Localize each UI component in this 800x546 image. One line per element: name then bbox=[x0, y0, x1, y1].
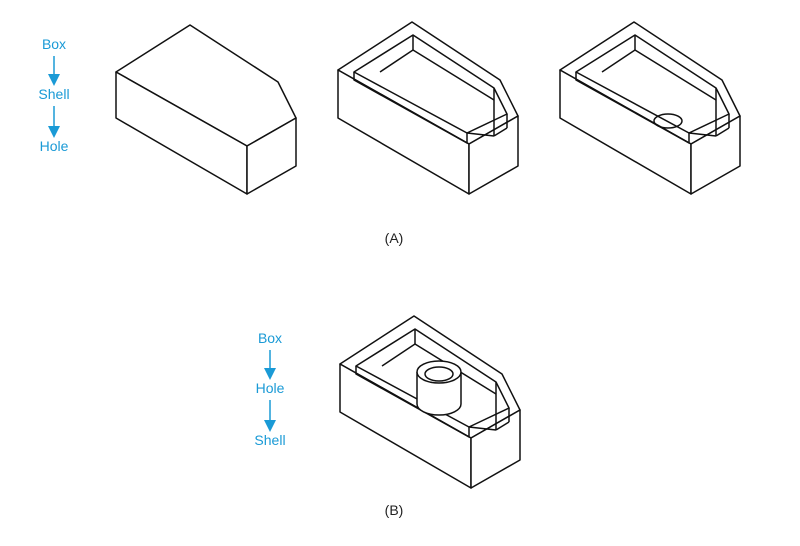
panel-b-label: (B) bbox=[384, 502, 404, 518]
seq-a-step-hole: Hole bbox=[39, 138, 69, 154]
shelled-box-with-boss bbox=[339, 315, 521, 489]
seq-a-step-box: Box bbox=[41, 36, 67, 52]
solid-box bbox=[115, 24, 297, 195]
boss-cylinder bbox=[416, 360, 462, 416]
shelled-box-with-hole bbox=[559, 21, 741, 195]
seq-a-step-shell: Shell bbox=[38, 86, 70, 102]
seq-b-step-shell: Shell bbox=[254, 432, 286, 448]
hole-opening bbox=[653, 113, 683, 129]
seq-b-step-hole: Hole bbox=[255, 380, 285, 396]
shelled-box bbox=[337, 21, 519, 195]
seq-b-step-box: Box bbox=[257, 330, 283, 346]
panel-a-label: (A) bbox=[384, 230, 404, 246]
